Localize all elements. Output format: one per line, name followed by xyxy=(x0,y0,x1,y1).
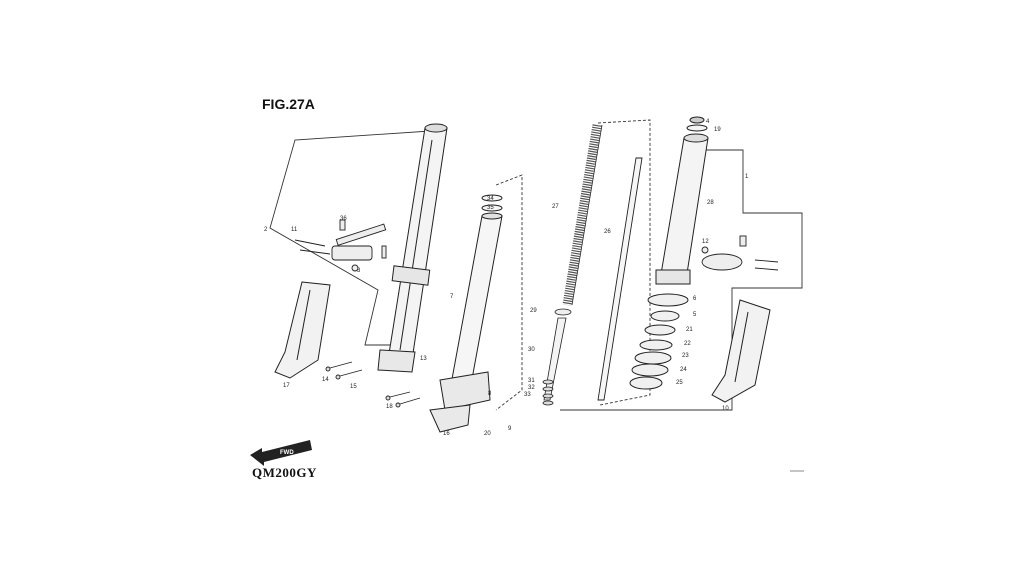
callout: 4 xyxy=(706,119,710,125)
callout: 27 xyxy=(552,204,559,210)
callout: 11 xyxy=(291,227,298,233)
fwd-label: FWD xyxy=(280,450,294,456)
callout: 3 xyxy=(357,268,361,274)
callout: 18 xyxy=(386,404,393,410)
seal-washer-stack xyxy=(629,293,689,390)
callout: 7 xyxy=(450,294,454,300)
right-outer-tube xyxy=(655,116,709,285)
figure-title: FIG.27A xyxy=(262,96,315,112)
callout: 16 xyxy=(443,431,450,437)
callout: 36 xyxy=(340,216,347,222)
left-outer-tube xyxy=(377,123,448,373)
callout: 30 xyxy=(528,347,535,353)
callout: 32 xyxy=(528,385,535,391)
callout: 10 xyxy=(722,406,729,412)
left-group-outline xyxy=(269,129,446,346)
callout: 2 xyxy=(264,227,268,233)
callout: 21 xyxy=(686,327,693,333)
callout: 12 xyxy=(702,239,709,245)
callout: 15 xyxy=(350,384,357,390)
callout: 17 xyxy=(283,383,290,389)
callout: 23 xyxy=(682,353,689,359)
callout: 34 xyxy=(487,196,494,202)
fork-spring xyxy=(542,124,603,406)
right-fork-guard xyxy=(711,299,771,403)
callout: 31 xyxy=(528,378,535,384)
callout: 1 xyxy=(745,174,749,180)
callout: 9 xyxy=(508,426,512,432)
callout-labels: 1 2 3 4 5 6 7 8 9 10 11 12 13 14 15 16 1… xyxy=(264,119,749,437)
callout: 14 xyxy=(322,377,329,383)
callout: 13 xyxy=(420,356,427,362)
left-bolts xyxy=(325,361,421,408)
callout: 24 xyxy=(680,367,687,373)
fwd-arrow: FWD xyxy=(250,440,312,466)
callout: 8 xyxy=(488,391,492,397)
right-clamp-parts xyxy=(701,235,779,271)
callout: 28 xyxy=(707,200,714,206)
callout: 26 xyxy=(604,229,611,235)
callout: 29 xyxy=(530,308,537,314)
callout: 22 xyxy=(684,341,691,347)
inner-tube xyxy=(429,194,503,433)
callout: 5 xyxy=(693,312,697,318)
left-fork-guard xyxy=(274,281,331,379)
callout: 19 xyxy=(714,127,721,133)
callout: 20 xyxy=(484,431,491,437)
damper-rod xyxy=(597,157,643,401)
callout: 33 xyxy=(524,392,531,398)
spring-dashed-bracket xyxy=(597,119,651,406)
model-code: QM200GY xyxy=(252,465,317,480)
callout: 6 xyxy=(693,296,697,302)
inner-tube-dashed-bracket xyxy=(495,174,523,411)
left-clamp-parts xyxy=(294,219,387,272)
callout: 35 xyxy=(487,205,494,211)
callout: 25 xyxy=(676,380,683,386)
